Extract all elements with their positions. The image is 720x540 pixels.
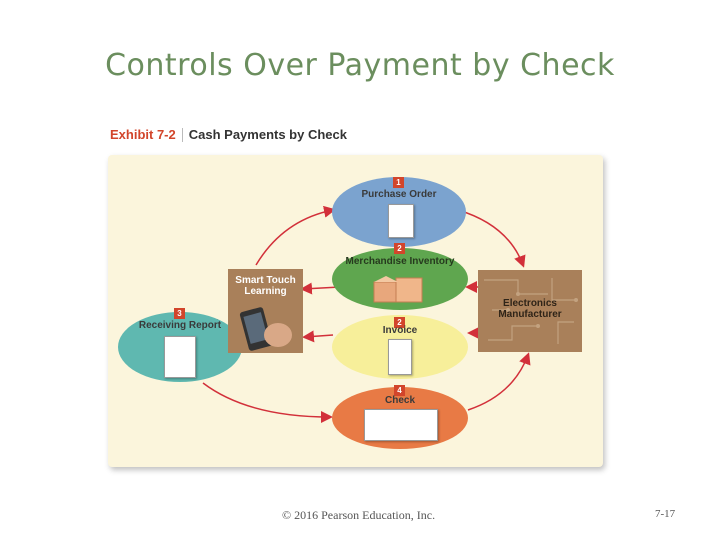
smart-touch-learning-box: Smart Touch Learning (228, 269, 303, 353)
receiving-report-node: 3 Receiving Report (118, 308, 242, 382)
arrow-smarttouch-to-po (255, 205, 336, 266)
slide-title: Controls Over Payment by Check (105, 48, 615, 83)
boxes-icon (373, 276, 423, 303)
purchase-order-document-icon (388, 204, 414, 238)
arrow-receiving-to-check (202, 382, 333, 423)
exhibit-title: Cash Payments by Check (188, 127, 347, 142)
step-badge: 3 (174, 308, 185, 319)
check-document-icon (364, 409, 438, 441)
step-badge: 1 (393, 177, 404, 188)
electronics-manufacturer-box: Electronics Manufacturer (478, 270, 582, 352)
caption-divider (181, 127, 183, 142)
electronics-label-line1: Electronics (503, 298, 557, 309)
diagram-panel: 1 Purchase Order 2 Merchandise Inventory… (108, 155, 603, 467)
receiving-report-label: Receiving Report (138, 320, 222, 331)
invoice-node: 2 Invoice (332, 315, 468, 379)
smartphone-icon (239, 307, 292, 351)
check-node: 4 Check (332, 385, 468, 449)
step-badge: 4 (394, 385, 405, 396)
arrow-invoice-to-smarttouch (302, 330, 334, 343)
purchase-order-node: 1 Purchase Order (332, 177, 466, 247)
exhibit-number: Exhibit 7-2 (110, 127, 176, 142)
step-badge: 2 (394, 317, 405, 328)
footer-copyright: © 2016 Pearson Education, Inc. (282, 508, 436, 522)
merchandise-inventory-label: Merchandise Inventory (345, 256, 455, 267)
receiving-report-document-icon (164, 336, 196, 378)
circuit-board-icon (484, 278, 578, 344)
step-badge: 2 (394, 243, 405, 254)
invoice-document-icon (388, 339, 412, 375)
smart-touch-label-line1: Smart Touch (235, 275, 296, 286)
invoice-label: Invoice (382, 325, 418, 336)
arrow-check-to-electronics (467, 352, 531, 411)
smart-touch-label-line2: Learning (244, 286, 287, 297)
check-label: Check (384, 395, 415, 406)
exhibit-caption: Exhibit 7-2 Cash Payments by Check (110, 127, 347, 142)
electronics-label-line2: Manufacturer (498, 309, 562, 320)
purchase-order-label: Purchase Order (361, 189, 437, 200)
arrow-po-to-electronics (457, 209, 526, 268)
merchandise-inventory-node: 2 Merchandise Inventory (332, 243, 468, 310)
page-number: 7-17 (655, 508, 676, 520)
